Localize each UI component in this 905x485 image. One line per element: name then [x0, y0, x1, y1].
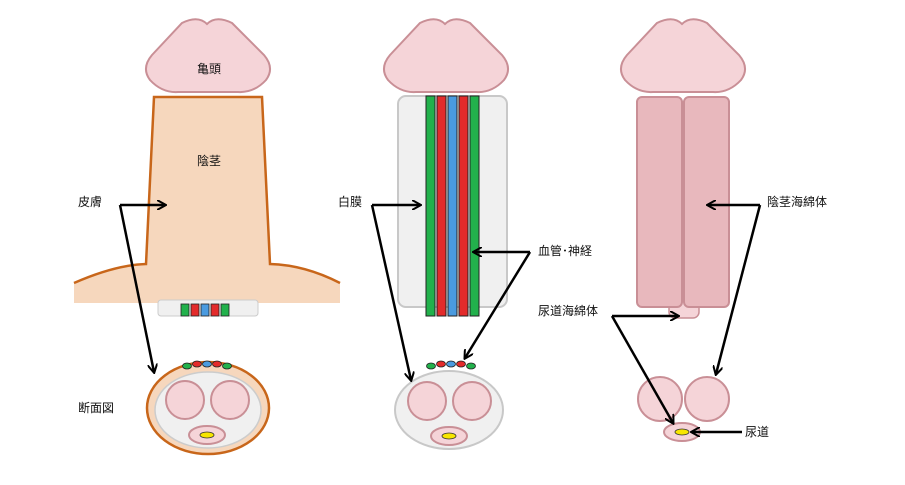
vessels-nerves-label: 血管･神経	[538, 243, 592, 258]
corpus-spongiosum-label: 尿道海綿体	[538, 303, 598, 318]
vessel-bundle	[425, 95, 480, 317]
glans-shape-3	[620, 18, 746, 94]
panel-cavernosum: 陰茎海綿体 尿道海綿体 尿道	[538, 18, 827, 442]
glans-label: 亀頭	[197, 62, 221, 76]
glans-shape-2	[383, 18, 509, 94]
cross-section-label: 断面図	[78, 400, 114, 415]
corpus-cavernosum-label: 陰茎海綿体	[767, 194, 827, 209]
skin-outline	[73, 95, 341, 285]
shaft-label: 陰茎	[197, 154, 221, 168]
panel-skin: 亀頭 陰茎 皮膚 断面図	[73, 18, 341, 456]
panel-tunica: 白膜 血管･神経	[338, 18, 592, 450]
tunica-label: 白膜	[338, 194, 362, 209]
glans-shape	[145, 18, 271, 94]
urethra-label: 尿道	[745, 425, 769, 439]
corpus-cavernosum-right	[683, 96, 730, 308]
skin-shape	[74, 97, 340, 303]
cross-section-skin	[145, 360, 271, 456]
cross-section-tunica	[394, 360, 504, 450]
skin-label: 皮膚	[78, 194, 102, 209]
vessel-strip	[180, 303, 230, 317]
corpus-cavernosum-left	[636, 96, 683, 308]
